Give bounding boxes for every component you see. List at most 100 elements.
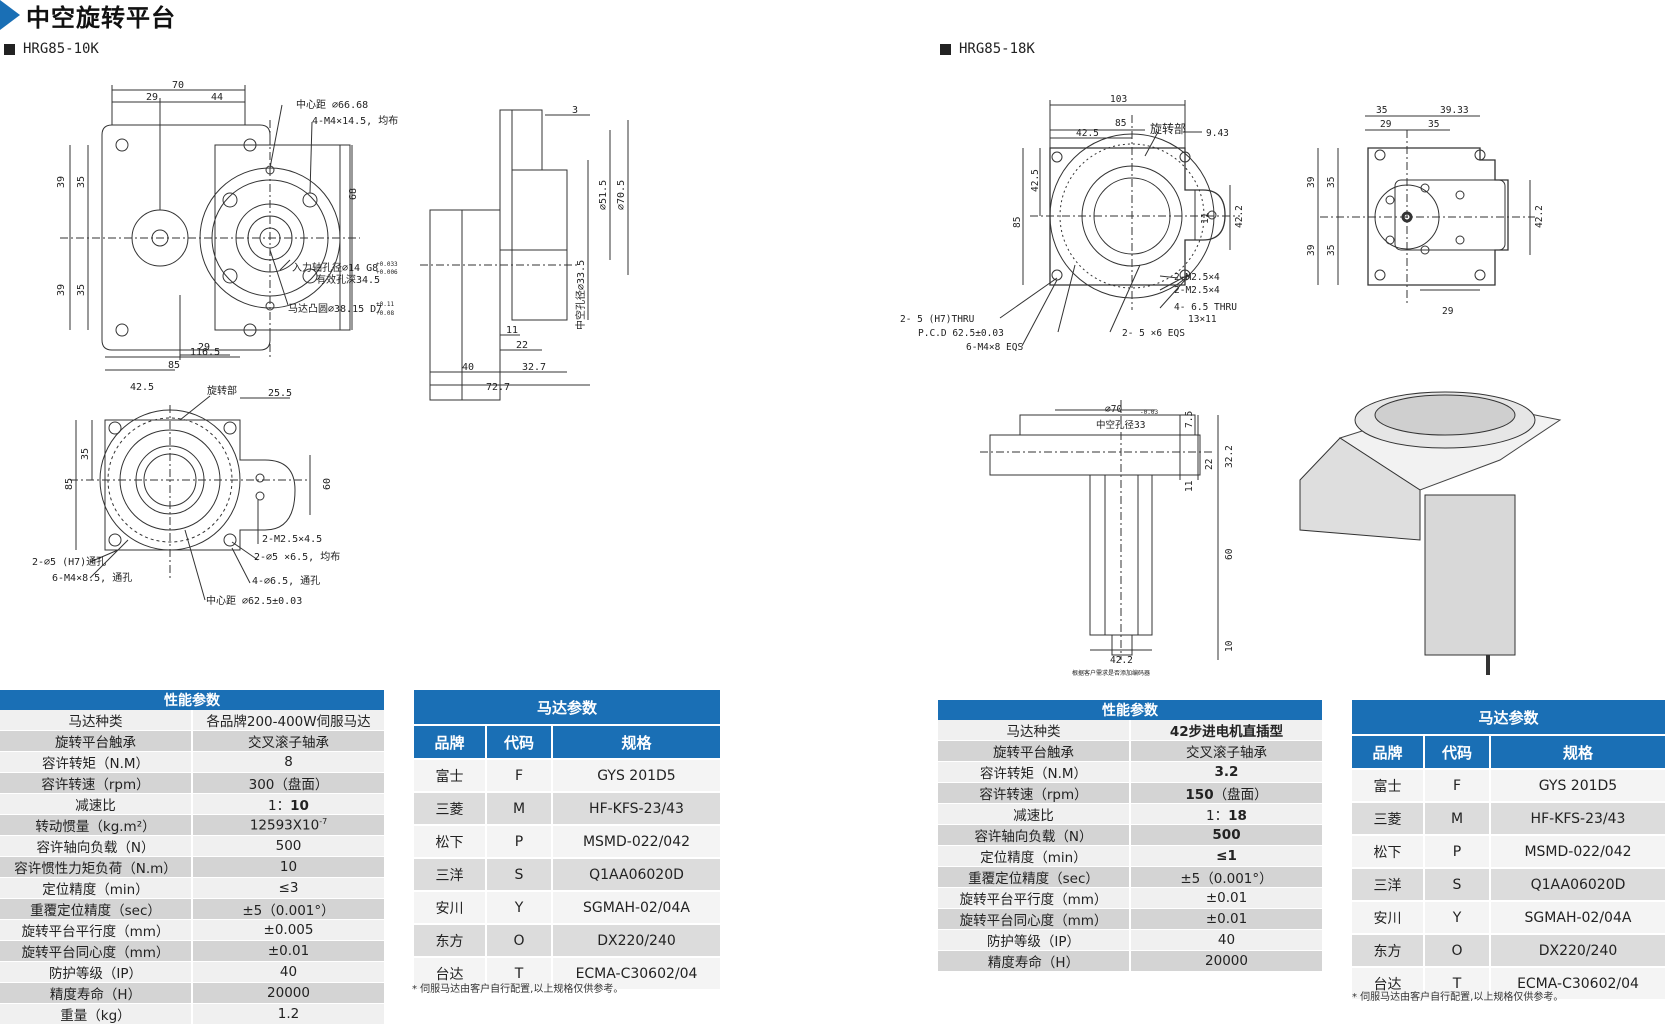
dim-label: 35 [1376,105,1387,116]
dim-label: 中空孔径33 [1096,419,1145,431]
param-value-text: ±0.005 [263,922,314,938]
title-arrow-icon [0,0,20,30]
dim-label: P.C.D 62.5±0.03 [918,328,1004,339]
code-cell: F [485,758,552,792]
brand-cell: 台达 [1352,966,1424,999]
dim-label: 32.7 [522,362,546,373]
param-value: 交叉滚子轴承 [1130,740,1322,762]
dim-label: 103 [1110,94,1127,105]
right-drawings [980,100,1562,675]
param-value-suffix: （盘面） [1213,787,1268,803]
code-cell: Y [1423,900,1490,934]
param-name: 减速比 [938,803,1131,825]
dim-label: 60 [1224,548,1235,560]
param-value: 1：10 [192,793,384,815]
spec-cell: DX220/240 [551,923,720,957]
param-value-text: 300（盘面） [248,777,329,793]
footnote: * 伺服马达由客户自行配置,以上规格仅供参考。 [1352,992,1564,1003]
table-row: 旋转平台触承交叉滚子轴承 [0,730,384,752]
dim-label: 4-⌀6.5, 通孔 [252,575,320,587]
param-name: 精度寿命（H） [938,950,1131,972]
dim-label: 3 [572,105,578,116]
brand-cell: 松下 [1352,834,1424,868]
param-name: 旋转平台触承 [938,740,1131,762]
param-value-text: 交叉滚子轴承 [1186,745,1267,761]
param-value-text: ≤1 [1216,848,1237,864]
dim-label: 2-⌀5 ×6.5, 均布 [254,551,340,563]
code-cell: S [1423,867,1490,901]
code-cell: T [1423,966,1490,999]
param-name: 防护等级（IP） [938,929,1131,951]
dim-label: 2-M2.5×4 [1174,285,1220,296]
param-value-emphasis: 10 [290,798,309,814]
param-value-text: 42步进电机直插型 [1169,724,1284,740]
table-row: 容许轴向负载（N）500 [938,824,1322,846]
dim-label: 旋转部 [1150,121,1186,136]
dim-label: 85 [64,478,75,490]
dim-label: 6-M4×8.5, 通孔 [52,572,132,584]
dim-label: 60 [322,478,333,490]
dim-label: 35 [80,448,91,460]
param-value-text: ±0.01 [267,943,310,959]
dim-label: 29 [1442,306,1454,317]
brand-cell: 富士 [414,758,486,792]
code-cell: P [1423,834,1490,868]
param-value-text: 8 [284,754,293,770]
dim-label: 2- 5 ×6 EQS [1122,328,1185,339]
dim-label: 42.2 [1534,205,1545,228]
table-row: 容许转速（rpm）300（盘面） [0,772,384,794]
param-value-text: ≤3 [278,880,299,896]
table-row: 防护等级（IP）40 [0,961,384,983]
dim-label: 11 [506,325,518,336]
param-value: 各品牌200-400W伺服马达 [192,710,384,731]
param-value: 500 [192,835,384,857]
brand-cell: 安川 [1352,900,1424,934]
table-header: 性能参数 [0,690,384,710]
dim-label: 42.5 [130,382,154,393]
table-row: 容许轴向负载（N）500 [0,835,384,857]
table-row: 旋转平台平行度（mm）±0.005 [0,919,384,941]
dim-label: 2-M2.5×4.5 [262,534,322,545]
dim-label: 72.7 [486,382,510,393]
brand-cell: 三洋 [414,857,486,891]
dim-label: 10 [1224,640,1235,652]
table-row: 重量（kg）1.2 [0,1003,384,1025]
param-value: ≤3 [192,877,384,899]
param-value-text: 12593X10 [249,817,320,834]
table-row: 容许转矩（N.M）8 [0,751,384,773]
table-row: 旋转平台触承 交叉滚子轴承 [938,740,1322,762]
param-value-text: 3.2 [1214,764,1239,780]
table-row: 重覆定位精度（sec）±5（0.001°） [0,898,384,920]
left-top-view-drawing [60,85,629,601]
spec-cell: ECMA-C30602/04 [1489,966,1665,999]
brand-cell: 台达 [414,956,486,989]
brand-cell: 三菱 [1352,801,1424,835]
dim-label: 32.2 [1224,445,1235,468]
left-performance-table: 性能参数 马达种类各品牌200-400W伺服马达旋转平台触承交叉滚子轴承容许转矩… [0,690,384,1025]
param-value: 交叉滚子轴承 [192,730,384,752]
table-row: 容许转速（rpm）150（盘面） [938,782,1322,804]
param-value: 150（盘面） [1130,782,1322,804]
param-value: 500 [1130,824,1322,846]
code-cell: M [1423,801,1490,835]
param-value-text: 20000 [267,985,310,1001]
dim-label: 29 [146,92,158,103]
param-value: ≤1 [1130,845,1322,867]
dim-label: 马达凸圆⌀38.15 D7 [288,303,382,315]
model-left: HRG85-10K [4,41,99,57]
table-row: 旋转平台平行度（mm）±0.01 [938,887,1322,909]
param-name: 旋转平台同心度（mm） [938,908,1131,930]
dim-label: 4-M4×14.5, 均布 [312,115,398,127]
dim-label: 70 [172,80,184,91]
table-row: 旋转平台同心度（mm）±0.01 [938,908,1322,930]
spec-cell: DX220/240 [1489,933,1665,967]
